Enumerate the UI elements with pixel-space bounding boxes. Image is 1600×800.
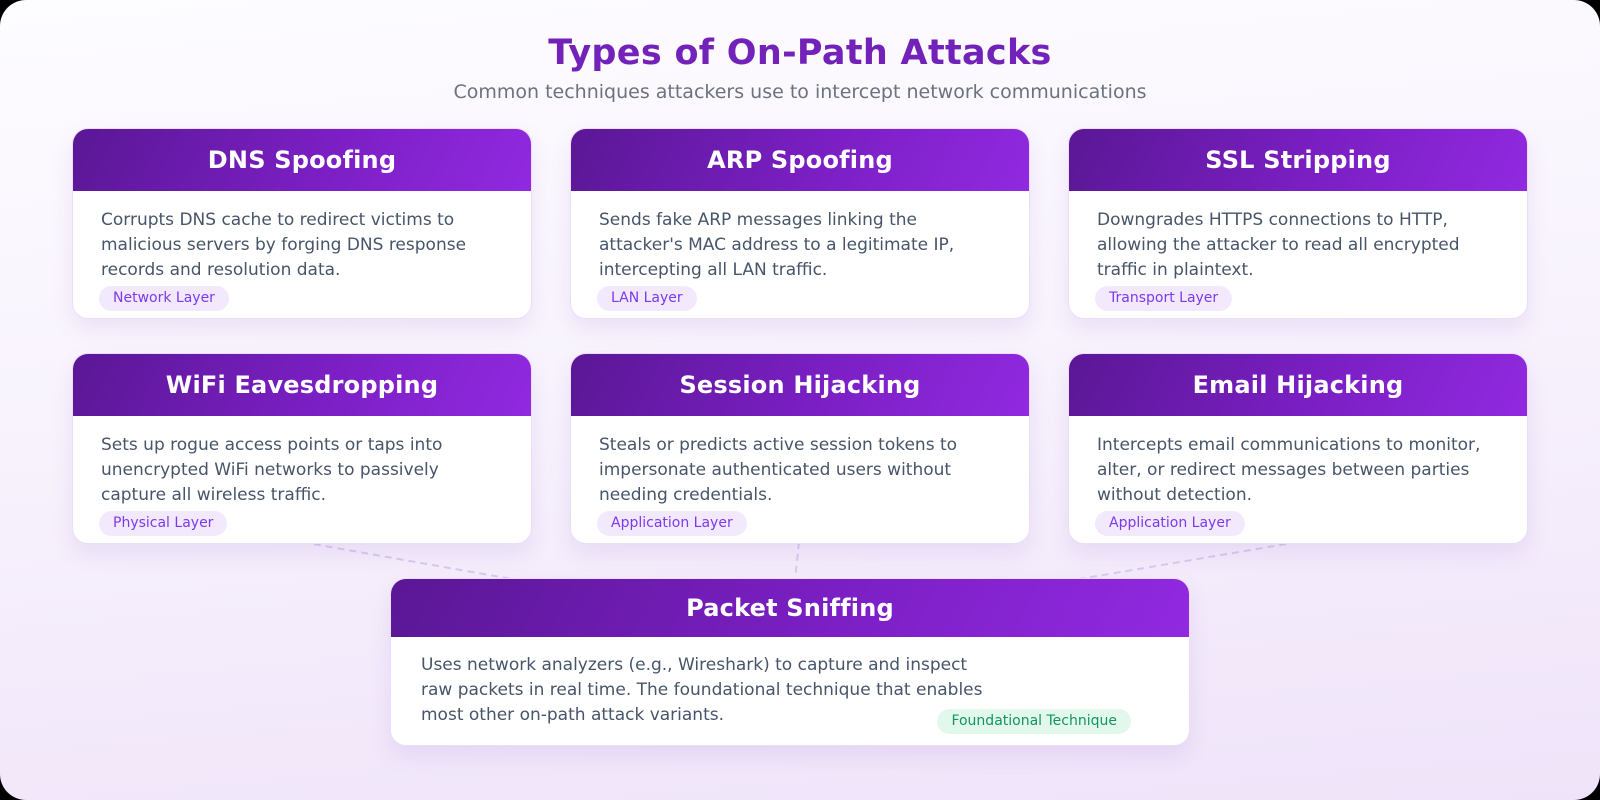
card-description: Sets up rogue access points or taps into…: [101, 435, 443, 505]
card-title-bar: Email Hijacking: [1069, 354, 1527, 416]
card-title: ARP Spoofing: [707, 146, 893, 174]
page-title: Types of On-Path Attacks: [548, 33, 1052, 73]
page-subtitle: Common techniques attackers use to inter…: [453, 81, 1147, 103]
card-title: Email Hijacking: [1192, 371, 1404, 399]
card-body: Uses network analyzers (e.g., Wireshark)…: [391, 637, 1189, 745]
card-body: Corrupts DNS cache to redirect victims t…: [73, 191, 531, 318]
card-description: Steals or predicts active session tokens…: [599, 435, 958, 505]
card-description: Corrupts DNS cache to redirect victims t…: [101, 210, 467, 280]
layer-badge: Physical Layer: [99, 511, 228, 536]
card-title-bar: Packet Sniffing: [391, 579, 1189, 637]
card-description: Downgrades HTTPS connections to HTTP, al…: [1097, 210, 1460, 280]
card-arp-spoofing: ARP Spoofing Sends fake ARP messages lin…: [570, 128, 1030, 319]
layer-badge: Transport Layer: [1095, 286, 1233, 311]
card-title: DNS Spoofing: [207, 146, 397, 174]
card-body: Sends fake ARP messages linking the atta…: [571, 191, 1029, 318]
card-title-bar: DNS Spoofing: [73, 129, 531, 191]
card-title-bar: ARP Spoofing: [571, 129, 1029, 191]
layer-badge: LAN Layer: [597, 286, 697, 311]
card-body: Downgrades HTTPS connections to HTTP, al…: [1069, 191, 1527, 318]
card-session-hijacking: Session Hijacking Steals or predicts act…: [570, 353, 1030, 544]
card-title-bar: Session Hijacking: [571, 354, 1029, 416]
foundational-technique-badge: Foundational Technique: [937, 709, 1131, 734]
layer-badge: Application Layer: [597, 511, 747, 536]
card-title: SSL Stripping: [1205, 146, 1391, 174]
card-description: Intercepts email communications to monit…: [1097, 435, 1481, 505]
card-title-bar: WiFi Eavesdropping: [73, 354, 531, 416]
card-email-hijacking: Email Hijacking Intercepts email communi…: [1068, 353, 1528, 544]
card-title-bar: SSL Stripping: [1069, 129, 1527, 191]
card-body: Sets up rogue access points or taps into…: [73, 416, 531, 543]
card-title: WiFi Eavesdropping: [165, 371, 439, 399]
card-description: Sends fake ARP messages linking the atta…: [599, 210, 955, 280]
card-wifi-eavesdropping: WiFi Eavesdropping Sets up rogue access …: [72, 353, 532, 544]
card-title: Packet Sniffing: [686, 594, 894, 622]
card-ssl-stripping: SSL Stripping Downgrades HTTPS connectio…: [1068, 128, 1528, 319]
card-description: Uses network analyzers (e.g., Wireshark)…: [421, 655, 983, 725]
card-title: Session Hijacking: [679, 371, 921, 399]
layer-badge: Application Layer: [1095, 511, 1245, 536]
card-body: Steals or predicts active session tokens…: [571, 416, 1029, 543]
card-body: Intercepts email communications to monit…: [1069, 416, 1527, 543]
card-packet-sniffing: Packet Sniffing Uses network analyzers (…: [390, 578, 1190, 746]
layer-badge: Network Layer: [99, 286, 229, 311]
card-dns-spoofing: DNS Spoofing Corrupts DNS cache to redir…: [72, 128, 532, 319]
